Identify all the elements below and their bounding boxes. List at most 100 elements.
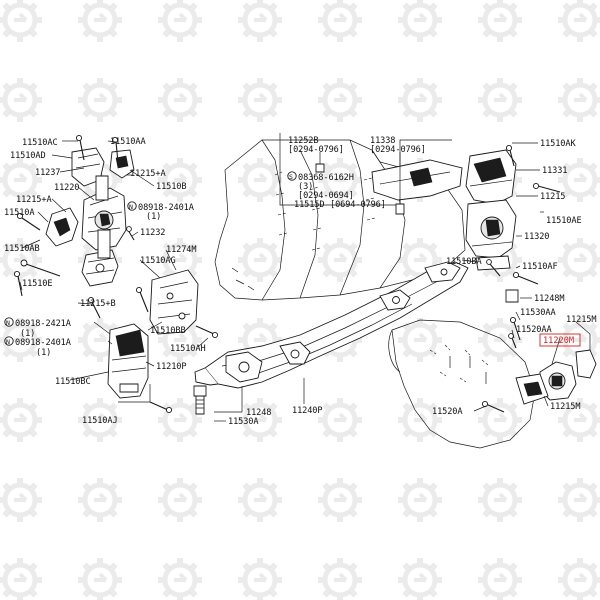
watermark-gear-icon — [398, 0, 442, 42]
left-lower-mount-11210p — [107, 323, 149, 399]
label-11215m-top: 11215M — [566, 315, 596, 325]
watermark-gear-icon — [78, 78, 122, 122]
label-08918-2421a: 08918-2421A — [15, 319, 72, 329]
label-11240p: 11240P — [292, 406, 322, 416]
callout-labels: 11510AC 11510AD 11510AA 11237 11215+A 11… — [4, 136, 597, 427]
label-11210p: 11210P — [156, 362, 186, 372]
watermark-gear-icon — [238, 0, 282, 42]
label-11510ag: 11510AG — [140, 256, 176, 266]
n-circle-symbol-bot — [4, 336, 14, 346]
watermark-gear-icon — [158, 78, 202, 122]
watermark-gear-icon — [158, 398, 202, 442]
label-11320: 11320 — [524, 232, 549, 242]
watermark-gear-icon — [318, 0, 362, 42]
watermark-gear-icon — [158, 478, 202, 522]
label-11331: 11331 — [542, 166, 567, 176]
bolts-left — [13, 134, 219, 414]
watermark-gear-icon — [0, 558, 42, 600]
watermark-gear-icon — [158, 558, 202, 600]
label-11510aa: 11510AA — [110, 137, 146, 147]
label-1-mid: (1) — [20, 329, 35, 339]
watermark-gear-icon — [478, 318, 522, 362]
label-11215a-2: 11215+A — [16, 195, 52, 205]
label-11510a: 11510A — [4, 208, 35, 218]
watermark-gear-icon — [0, 0, 42, 42]
watermark-gear-icon — [78, 558, 122, 600]
watermark-gear-icon — [398, 478, 442, 522]
label-11510ah: 11510AH — [170, 344, 206, 354]
watermark-gear-icon — [558, 558, 600, 600]
watermark-gear-icon — [398, 558, 442, 600]
label-08918-2401a-bot: 08918-2401A — [15, 338, 72, 348]
highlight-box-11220m — [539, 333, 581, 347]
crossmember-11240p — [194, 261, 469, 389]
label-11237: 11237 — [35, 168, 60, 178]
watermark-gear-icon — [318, 78, 362, 122]
n-symbol: N — [129, 203, 133, 211]
label-1-top: (1) — [146, 212, 161, 222]
watermark-gear-icon — [318, 398, 362, 442]
n-circle-symbol — [127, 201, 137, 211]
label-0294-0796-a: [0294-0796] — [288, 145, 344, 155]
label-11520a: 11520A — [432, 407, 463, 417]
stud-11248 — [193, 385, 207, 415]
watermark-gear-icon — [478, 0, 522, 42]
watermark-gear-icon — [398, 318, 442, 362]
n-symbol-bot: N — [6, 338, 10, 346]
leader-lines — [19, 140, 591, 422]
label-11510aj: 11510AJ — [82, 416, 118, 426]
watermark-gear-icon — [478, 478, 522, 522]
label-11248-bot: 11248 — [246, 408, 271, 418]
label-11510ak: 11510AK — [540, 139, 576, 149]
watermark-gear-icon — [318, 478, 362, 522]
watermark-gear-icon — [158, 0, 202, 42]
watermark-gear-icon — [78, 0, 122, 42]
label-11220m[interactable]: 11220M — [543, 336, 574, 346]
label-0694-0796: [0694-0796] — [330, 200, 386, 210]
watermark-gear-icon — [478, 78, 522, 122]
transmission-housing-outline — [388, 319, 536, 449]
watermark-gear-icon — [238, 238, 282, 282]
watermark-gear-icon — [78, 398, 122, 442]
s-symbol: S — [289, 173, 293, 181]
label-11520aa: 11520AA — [516, 325, 552, 335]
watermark-gear-icon — [558, 0, 600, 42]
label-11515d: 11515D — [294, 200, 324, 210]
watermark-gear-icon — [558, 238, 600, 282]
watermark-gear-icon — [558, 78, 600, 122]
label-08368-6162h: 08368-6162H — [298, 173, 354, 183]
label-11248m: 11248M — [534, 294, 564, 304]
label-11252b: 11252B — [288, 136, 318, 146]
watermark-gear-icon — [238, 558, 282, 600]
label-11510e: 11510E — [22, 279, 52, 289]
watermark-gear-icon — [398, 398, 442, 442]
label-11510b: 11510B — [156, 182, 186, 192]
rear-mount-11220m — [515, 349, 597, 405]
label-0294-0694: [0294-0694] — [298, 191, 354, 201]
label-0294-0796-b: [0294-0796] — [370, 145, 426, 155]
watermark-gear-icon — [238, 158, 282, 202]
n-symbol-mid: N — [6, 319, 10, 327]
label-11220: 11220 — [54, 183, 79, 193]
shield-11338 — [315, 159, 463, 215]
bolts-right — [481, 144, 561, 413]
label-11530a: 11530A — [228, 417, 259, 427]
label-11510bb: 11510BB — [150, 326, 186, 336]
label-11215a: 11215+A — [130, 169, 166, 179]
label-08918-2401a-top: 08918-2401A — [138, 203, 195, 213]
label-11215b: 11215+B — [80, 299, 116, 309]
label-11274m: 11274M — [166, 245, 196, 255]
watermark-gear-icon — [478, 558, 522, 600]
watermark-gear-icon — [558, 478, 600, 522]
label-11215: 11215 — [540, 192, 565, 202]
label-11510ba: 11510BA — [446, 257, 482, 267]
watermark-gear-icon — [0, 78, 42, 122]
label-3: (3) — [298, 182, 313, 192]
watermark-gear-icon — [318, 558, 362, 600]
bracket-11274m — [149, 269, 199, 335]
label-11510bc: 11510BC — [55, 377, 91, 387]
watermark-gear-icon — [158, 158, 202, 202]
label-11338: 11338 — [370, 136, 395, 146]
